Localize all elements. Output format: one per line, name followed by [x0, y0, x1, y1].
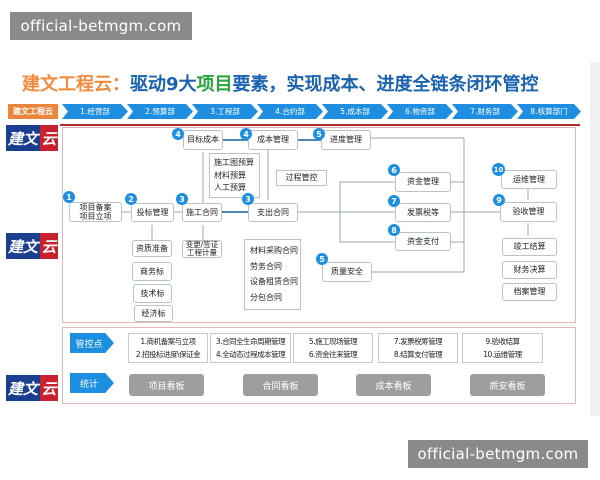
- logo: 建文云: [6, 125, 58, 151]
- project-filing-box[interactable]: 项目备案项目立项: [69, 202, 122, 222]
- list-item: 劳务合同: [250, 261, 282, 271]
- final-item-box[interactable]: 档案管理: [502, 283, 557, 301]
- nav-step-5[interactable]: 5.成本部: [322, 104, 388, 119]
- step-badge: 5: [316, 253, 328, 265]
- contract-board-button[interactable]: 合同看板: [243, 374, 318, 396]
- step-badge: 3: [176, 193, 188, 205]
- step-badge: 4: [172, 128, 184, 140]
- final-item-box[interactable]: 竣工结算: [502, 238, 557, 256]
- box-line: 项目立项: [79, 212, 112, 221]
- bidding-box[interactable]: 投标管理: [131, 203, 174, 222]
- construction-contract-box[interactable]: 施工合同: [182, 203, 222, 222]
- page-title: 建文工程云：驱动9大项目要素，实现成本、进度全链条闭环管控: [22, 70, 539, 96]
- bid-item-box[interactable]: 技术标: [133, 284, 172, 303]
- quality-board-button[interactable]: 质安看板: [470, 374, 545, 396]
- list-item: 设备租赁合同: [250, 277, 298, 286]
- step-badge: 7: [388, 195, 400, 207]
- nav-step-4[interactable]: 4.合约部: [257, 104, 323, 119]
- expense-contract-box[interactable]: 支出合同: [248, 203, 298, 222]
- logo: 建文云: [6, 375, 58, 401]
- nav-step-6[interactable]: 6.物资部: [387, 104, 453, 119]
- project-board-button[interactable]: 项目看板: [129, 374, 204, 396]
- fund-mgmt-box[interactable]: 资金管理: [395, 172, 451, 192]
- box-line: 项目备案: [79, 202, 112, 212]
- target-cost-box[interactable]: 目标成本: [183, 130, 223, 150]
- title-highlight: 项目: [196, 74, 233, 95]
- control-point: 6.资金往来管理: [308, 350, 358, 359]
- bid-item-box[interactable]: 商务标: [132, 262, 172, 281]
- logo-text-red: 云: [40, 125, 58, 151]
- title-text-rest: 要素，实现成本、进度全链条闭环管控: [232, 74, 539, 95]
- step-badge: 5: [313, 128, 325, 140]
- logo-text-red: 云: [40, 233, 58, 259]
- invoice-box[interactable]: 发票税等: [395, 203, 451, 222]
- nav-step-2[interactable]: 2.预算部: [127, 104, 193, 119]
- list-item: 分包合同: [250, 292, 282, 302]
- control-point: 7.发票税筹管理: [393, 337, 443, 346]
- list-item: 人工预算: [214, 183, 246, 192]
- box-line: 变更/签证: [185, 240, 219, 250]
- side-strip: [590, 62, 600, 416]
- quality-box[interactable]: 质量安全: [322, 262, 372, 282]
- control-point-group: 3.合同全生命周期管理 4.全动态过程成本管理: [210, 333, 291, 363]
- step-badge: 6: [388, 164, 400, 176]
- acceptance-box[interactable]: 验收管理: [500, 202, 557, 222]
- nav-step-3[interactable]: 3.工程部: [192, 104, 258, 119]
- box-line: 工程计量: [187, 248, 217, 257]
- title-text: 驱动9大: [130, 74, 197, 95]
- control-point: 4.全动态过程成本管理: [215, 350, 286, 359]
- control-point: 2.招投标进度\保证金: [135, 350, 201, 359]
- change-box[interactable]: 变更/签证工程计量: [182, 240, 222, 258]
- nav-step-1[interactable]: 1.经营部: [62, 104, 128, 119]
- stats-label: 统计: [70, 373, 114, 393]
- control-point-group: 5.施工现场管理 6.资金往来管理: [293, 333, 373, 363]
- title-brand: 建文工程云：: [22, 74, 130, 95]
- control-point: 1.商机备案与立项: [140, 337, 196, 346]
- list-item: 材料预算: [214, 170, 246, 180]
- progress-mgmt-box[interactable]: 进度管理: [321, 130, 371, 150]
- bid-item-box[interactable]: 资质准备: [132, 240, 172, 257]
- ops-box[interactable]: 运维管理: [501, 170, 557, 189]
- step-badge: 9: [493, 194, 505, 206]
- budget-list: 施工图预算 材料预算 人工预算: [209, 153, 260, 198]
- payment-box[interactable]: 资金支付: [395, 232, 451, 251]
- control-point: 9.验收结算: [485, 337, 520, 346]
- logo-text: 建文: [6, 125, 40, 151]
- process-control-box[interactable]: 过程管控: [276, 170, 327, 186]
- step-badge: 2: [125, 193, 137, 205]
- control-points-label: 管控点: [70, 333, 114, 353]
- divider: [60, 124, 580, 126]
- control-point: 10.运维管理: [483, 350, 522, 359]
- control-point-group: 1.商机备案与立项 2.招投标进度\保证金: [128, 333, 208, 363]
- logo-text-red: 云: [40, 375, 58, 401]
- control-point: 5.施工现场管理: [308, 337, 358, 346]
- step-badge: 4: [240, 128, 252, 140]
- step-badge: 3: [242, 193, 254, 205]
- final-item-box[interactable]: 财务决算: [502, 261, 557, 279]
- logo-text: 建文: [6, 375, 40, 401]
- control-point-group: 7.发票税筹管理 8.结算支付管理: [378, 333, 458, 363]
- nav-step-8[interactable]: 8.核算部门: [517, 104, 581, 119]
- logo-text: 建文: [6, 233, 40, 259]
- list-item: 材料采购合同: [250, 246, 298, 255]
- step-badge: 8: [388, 224, 400, 236]
- step-badge: 10: [492, 163, 505, 176]
- cost-mgmt-box[interactable]: 成本管理: [248, 130, 298, 150]
- nav-step-7[interactable]: 7.财务部: [452, 104, 518, 119]
- control-point: 3.合同全生命周期管理: [215, 337, 286, 346]
- step-badge: 1: [63, 191, 75, 203]
- bid-item-box[interactable]: 经济标: [134, 305, 173, 322]
- logo: 建文云: [6, 233, 58, 259]
- contract-list: 材料采购合同 劳务合同 设备租赁合同 分包合同: [244, 239, 301, 310]
- flow-panel: [62, 127, 576, 323]
- nav-label: 建文工程云: [8, 104, 58, 119]
- list-item: 施工图预算: [214, 158, 254, 167]
- cost-board-button[interactable]: 成本看板: [356, 374, 431, 396]
- control-point: 8.结算支付管理: [393, 350, 443, 359]
- watermark-banner-top: official-betmgm.com: [10, 12, 192, 40]
- watermark-banner-bottom: official-betmgm.com: [408, 440, 588, 468]
- control-point-group: 9.验收结算 10.运维管理: [462, 333, 543, 363]
